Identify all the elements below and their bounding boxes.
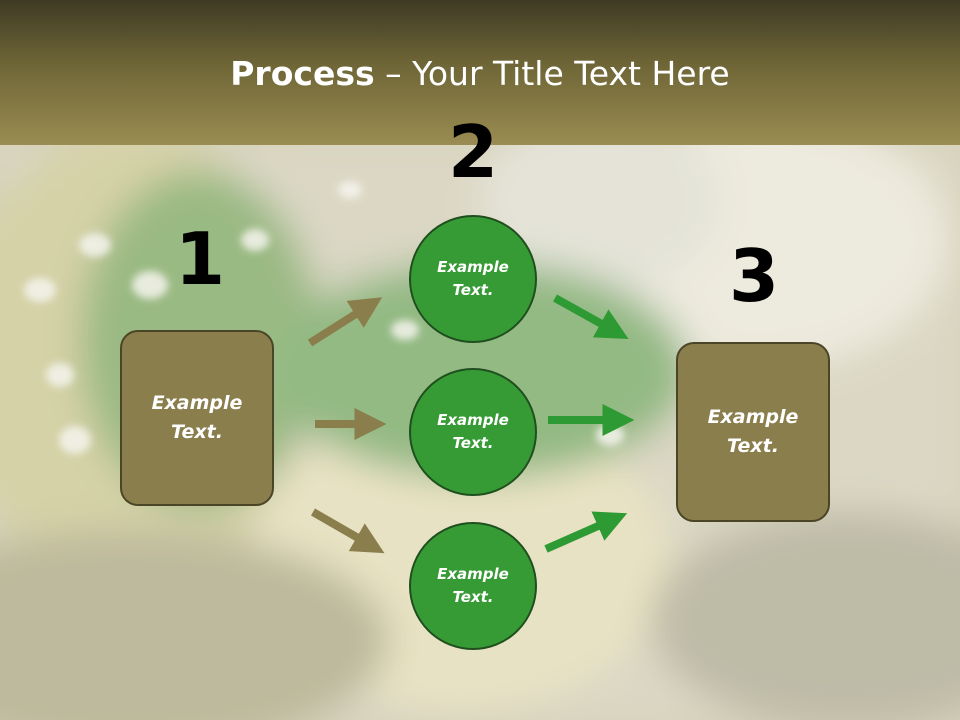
title-bold: Process <box>230 54 375 93</box>
slide-title: Process – Your Title Text Here <box>0 52 960 96</box>
circle-3-line-1: Example <box>437 565 509 583</box>
title-rest: – Your Title Text Here <box>374 54 730 93</box>
step-number-1: 1 <box>174 217 226 301</box>
arrow-to-circle-3 <box>311 508 385 554</box>
step-number-3: 3 <box>728 234 780 318</box>
circle-2-line-1: Example <box>437 411 509 429</box>
left-process-box[interactable]: Example Text. <box>120 330 274 506</box>
circle-1-line-1: Example <box>437 258 509 276</box>
arrow-to-circle-1 <box>307 297 383 347</box>
left-box-line-2: Text. <box>171 421 223 443</box>
right-box-line-1: Example <box>707 406 799 428</box>
process-circle-3[interactable]: Example Text. <box>409 522 537 650</box>
circle-3-line-2: Text. <box>452 588 494 606</box>
right-process-box[interactable]: Example Text. <box>676 342 830 522</box>
left-box-line-1: Example <box>151 392 243 414</box>
step-number-2: 2 <box>447 110 499 194</box>
circle-1-line-2: Text. <box>452 281 494 299</box>
title-banner <box>0 0 960 145</box>
right-box-line-2: Text. <box>727 435 779 457</box>
arrow-from-circle-1 <box>553 294 629 340</box>
arrow-from-circle-3 <box>544 511 628 553</box>
process-circle-1[interactable]: Example Text. <box>409 215 537 343</box>
process-circle-2[interactable]: Example Text. <box>409 368 537 496</box>
circle-2-line-2: Text. <box>452 434 494 452</box>
